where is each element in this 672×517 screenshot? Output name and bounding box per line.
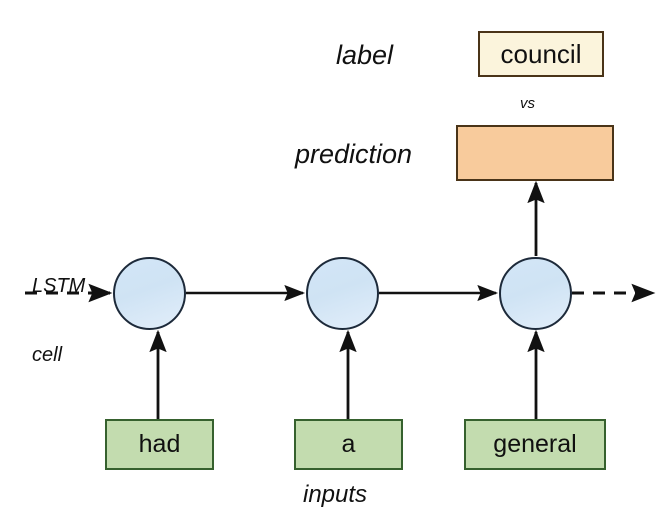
label-caption: label: [336, 40, 394, 70]
input-box-had-text: had: [138, 430, 181, 458]
inputs-caption: inputs: [303, 481, 368, 508]
input-box-had[interactable]: had: [105, 419, 214, 470]
lstm-cell-caption-line2: cell: [32, 344, 63, 366]
lstm-cell-1[interactable]: [113, 257, 186, 330]
label-box-text: council: [500, 38, 582, 69]
input-box-general-text: general: [493, 430, 577, 458]
input-box-general[interactable]: general: [464, 419, 606, 470]
input-box-a-text: a: [341, 430, 356, 458]
label-box-council[interactable]: council: [478, 31, 604, 77]
vs-caption: vs: [520, 95, 535, 112]
lstm-cell-2[interactable]: [306, 257, 379, 330]
lstm-cell-caption-line1: LSTM: [32, 275, 86, 297]
prediction-box[interactable]: [456, 125, 614, 181]
lstm-cell-caption: LSTM cell: [32, 229, 85, 390]
prediction-caption: prediction: [295, 139, 413, 169]
input-box-a[interactable]: a: [294, 419, 403, 470]
lstm-cell-3[interactable]: [499, 257, 572, 330]
